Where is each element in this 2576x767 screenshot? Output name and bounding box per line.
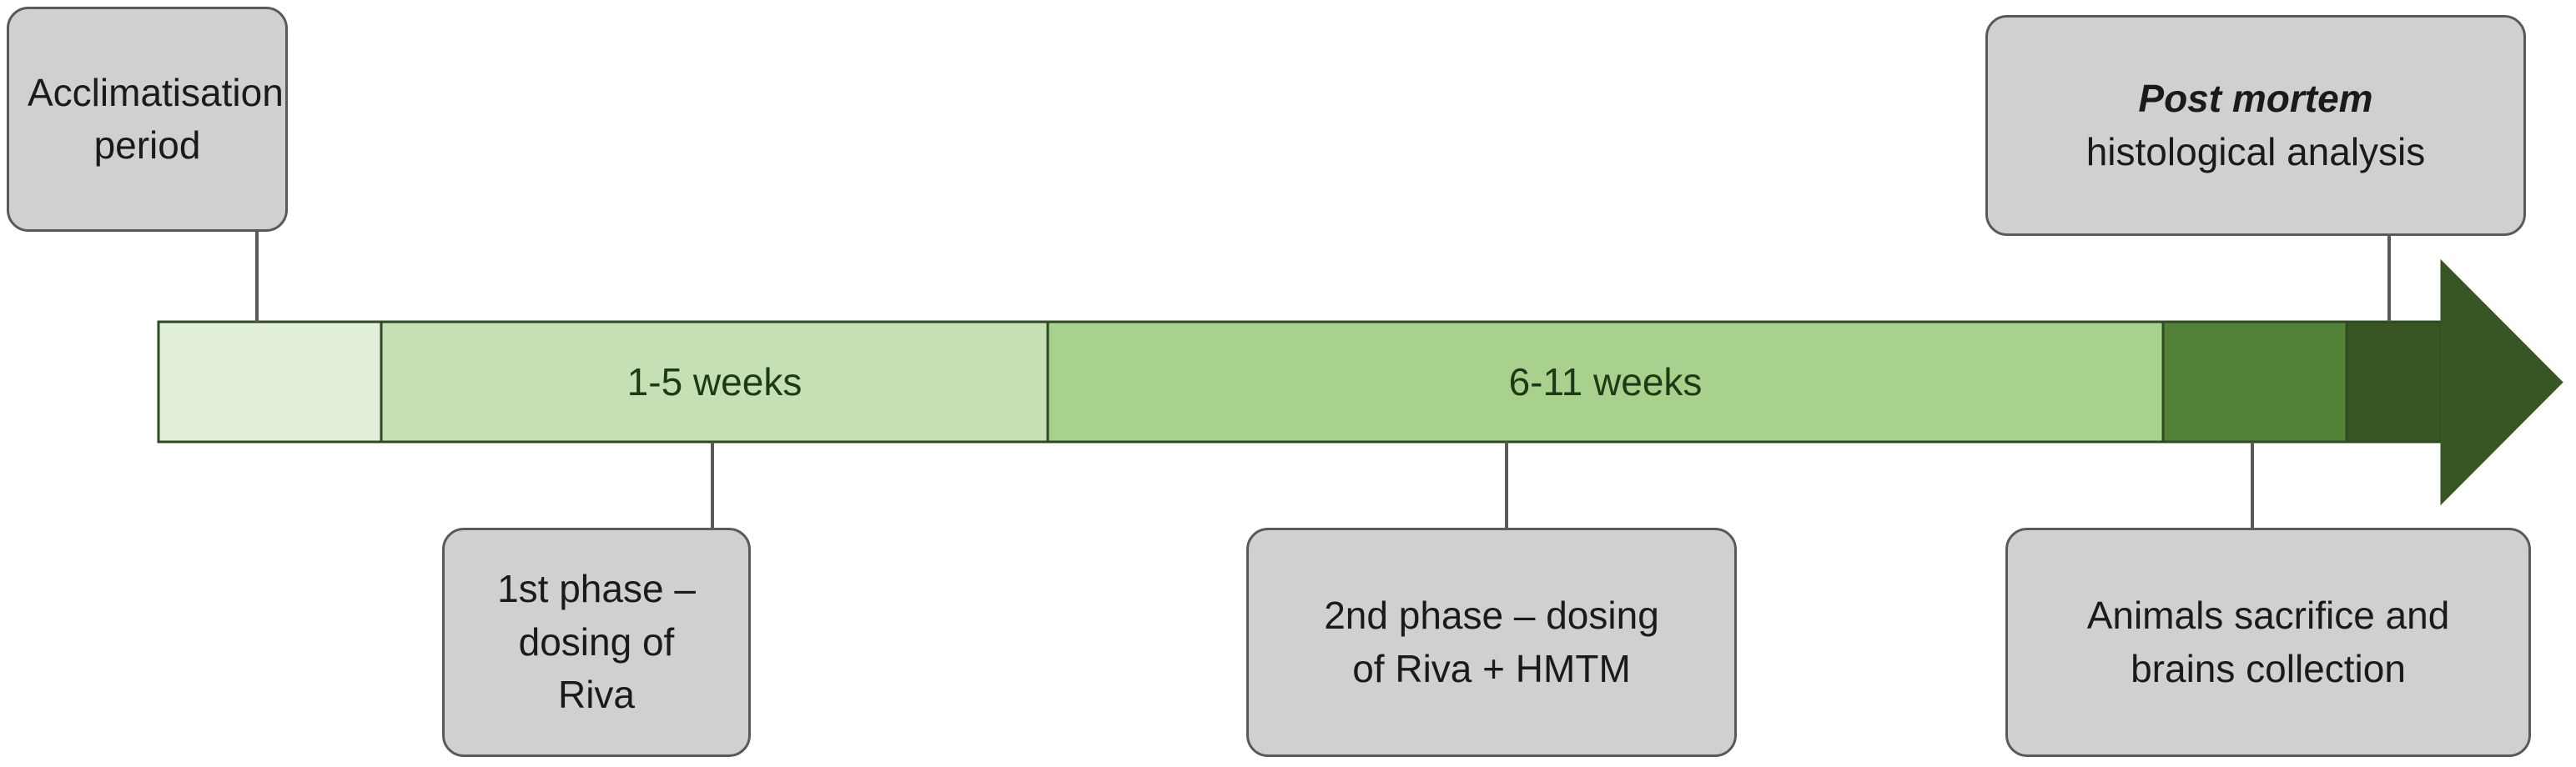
callout-acclimatisation: Acclimatisation period — [7, 7, 288, 232]
timeline-arrowhead-group — [2440, 258, 2563, 506]
timeline-segment-acclimatisation-segment — [157, 320, 383, 444]
timeline-segment-sacrifice-segment — [2161, 320, 2348, 444]
timeline-segment-phase-1-segment — [380, 320, 1049, 444]
acclimatisation-callout-text: Acclimatisation period — [28, 67, 284, 173]
timeline-segment-phase-2-segment — [1046, 320, 2165, 444]
second-phase-callout-line-2: of Riva + HMTM — [1352, 646, 1631, 690]
callout-connectors-group — [255, 232, 2391, 528]
callout-second-phase: 2nd phase – dosing of Riva + HMTM — [1246, 528, 1737, 757]
post-mortem-callout-line-2: histological analysis — [2085, 129, 2426, 173]
sacrifice-callout-line-1: Animals sacrifice and — [2086, 594, 2450, 638]
callout-post-mortem: Post mortem histological analysis — [1985, 15, 2526, 236]
timeline-arrowhead — [2440, 258, 2563, 506]
acclimatisation-callout-line-1: Acclimatisation — [28, 70, 284, 114]
second-phase-callout-line-1: 2nd phase – dosing — [1324, 594, 1659, 638]
sacrifice-callout-line-2: brains collection — [2131, 646, 2406, 690]
second-phase-callout-text: 2nd phase – dosing of Riva + HMTM — [1267, 589, 1716, 695]
first-phase-callout-line-1: 1st phase – dosing of — [497, 567, 696, 664]
acclimatisation-callout-line-2: period — [93, 123, 201, 167]
sacrifice-callout-text: Animals sacrifice and brains collection — [2026, 589, 2510, 695]
post-mortem-callout-text: Post mortem histological analysis — [2006, 73, 2505, 178]
timeline-segments-group — [157, 320, 2443, 444]
callout-first-phase: 1st phase – dosing of Riva — [442, 528, 751, 757]
first-phase-callout-line-2: Riva — [557, 673, 636, 717]
callout-sacrifice: Animals sacrifice and brains collection — [2005, 528, 2531, 757]
timeline-segment-postmortem-segment — [2345, 320, 2443, 444]
post-mortem-callout-line-1: Post mortem — [2138, 77, 2373, 121]
first-phase-callout-text: 1st phase – dosing of Riva — [463, 563, 730, 721]
